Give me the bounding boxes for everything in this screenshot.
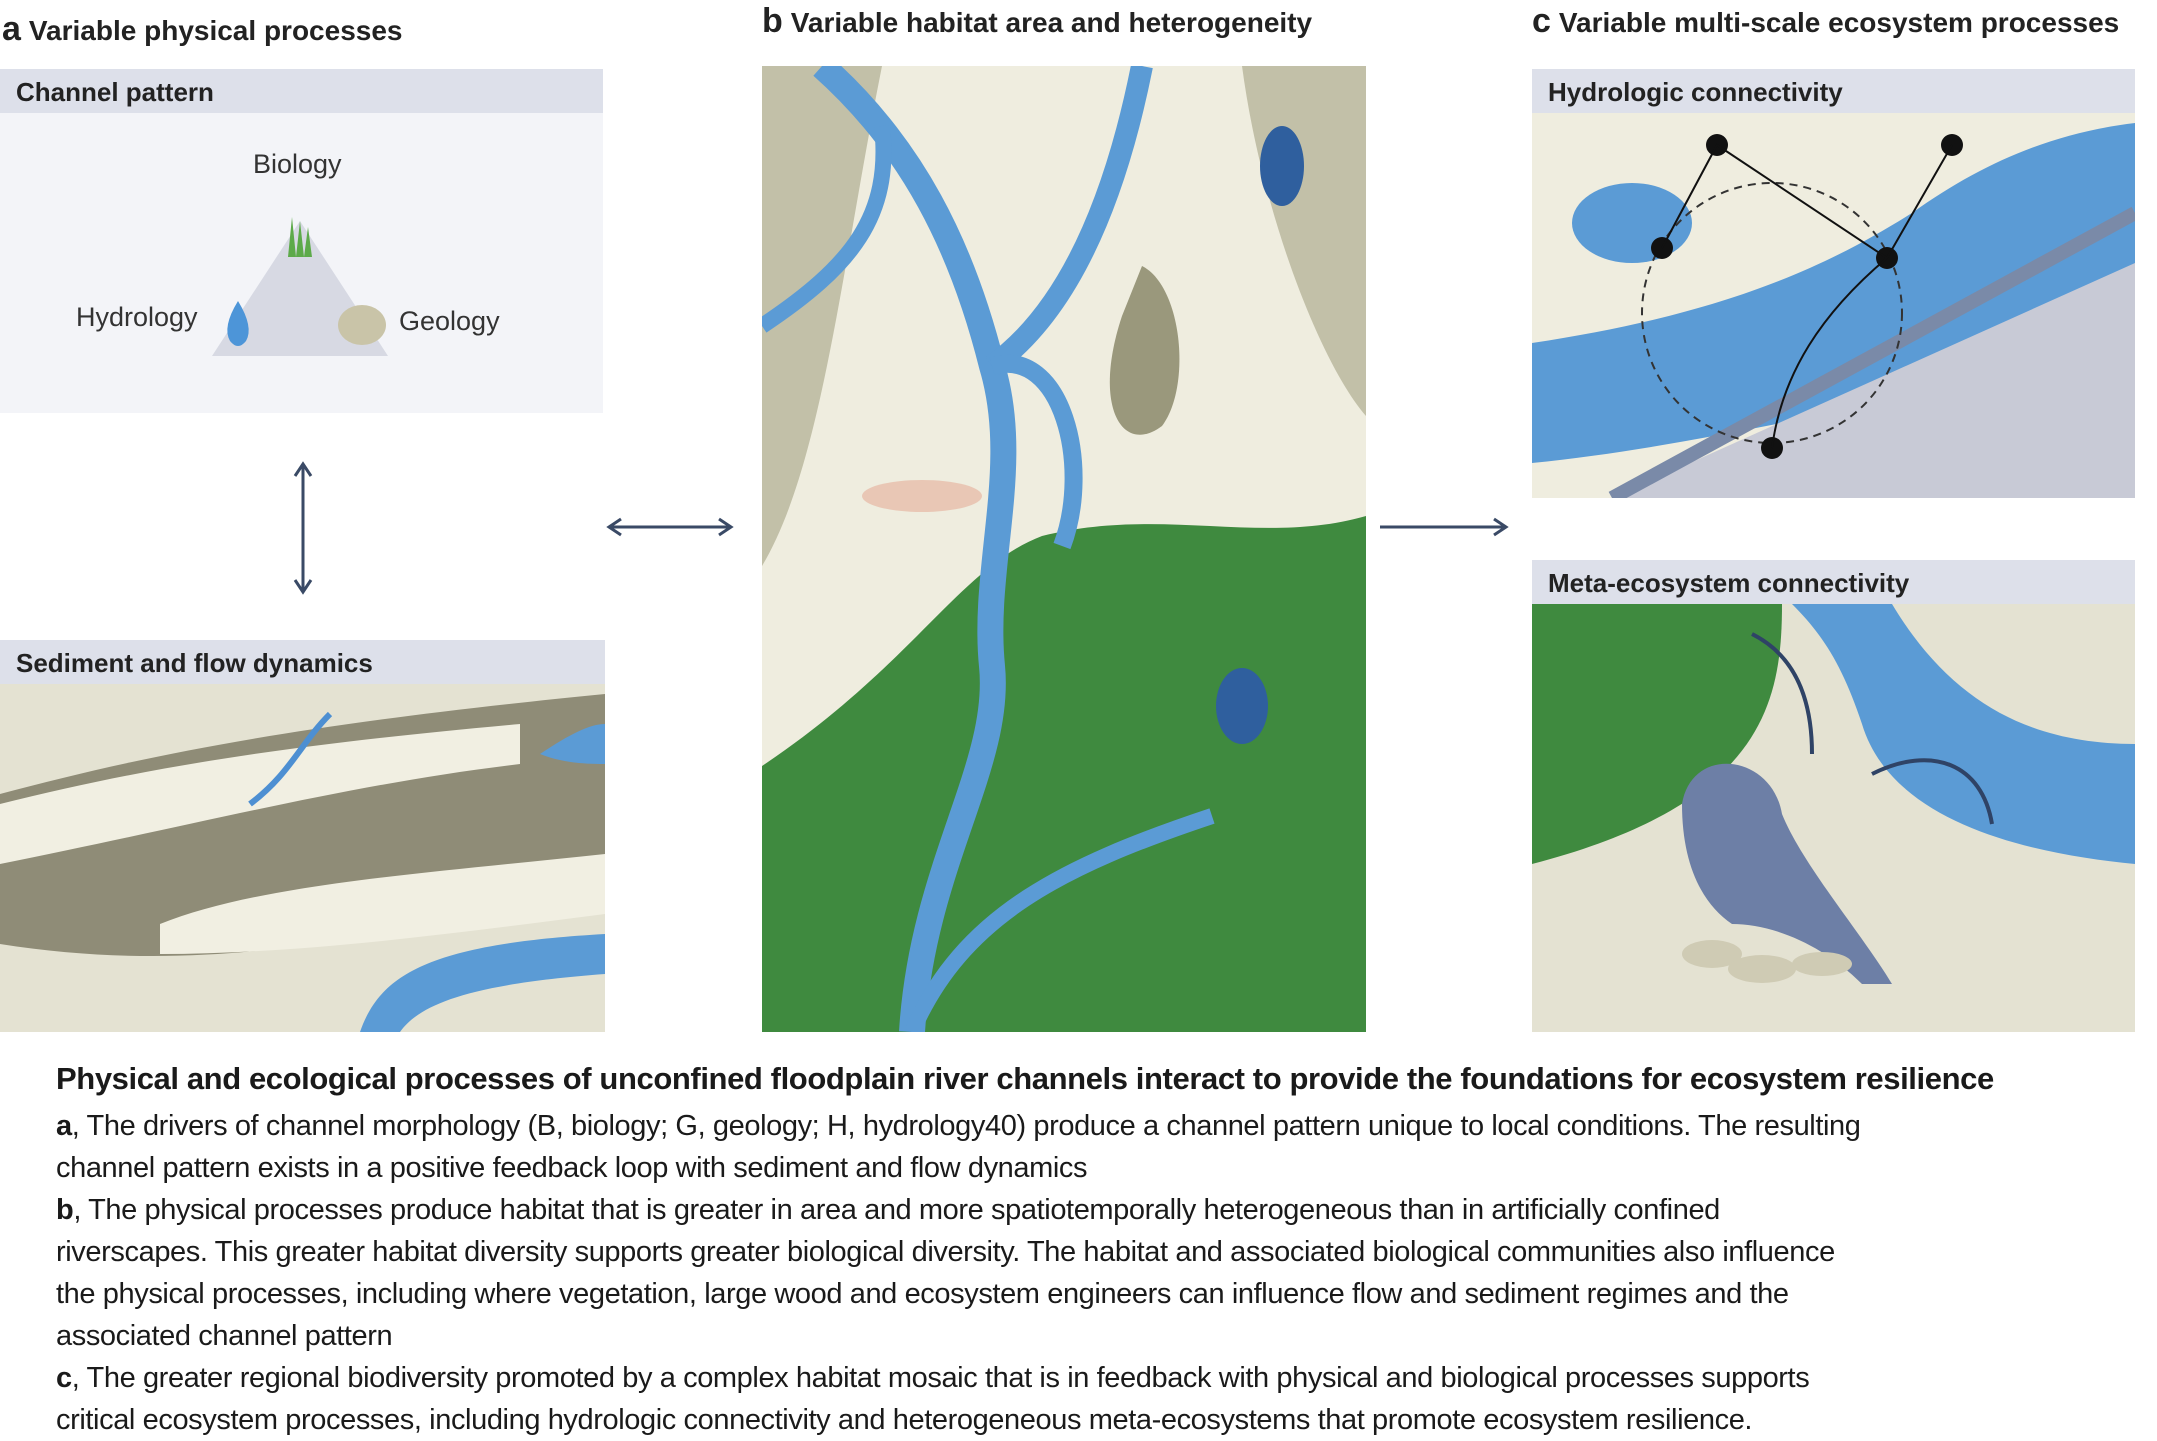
vertical-double-arrow-icon	[293, 461, 313, 595]
caption-title: Physical and ecological processes of unc…	[56, 1061, 1994, 1096]
caption-a-line2: channel pattern exists in a positive fee…	[56, 1152, 1088, 1184]
caption-b-line2: riverscapes. This greater habitat divers…	[56, 1236, 1835, 1268]
hydrology-label: Hydrology	[76, 302, 198, 332]
meta-ecosystem-header: Meta-ecosystem connectivity	[1532, 560, 2135, 604]
right-arrow-icon	[1380, 517, 1509, 537]
horizontal-double-arrow-icon	[606, 517, 734, 537]
rock-icon	[338, 305, 386, 345]
channel-pattern-header: Channel pattern	[0, 69, 603, 113]
sediment-flow-header: Sediment and flow dynamics	[0, 640, 605, 684]
water-drop-icon	[227, 301, 249, 346]
channel-pattern-box: Channel pattern Biology Hydrology Geolog…	[0, 69, 603, 413]
caption-b-line3: the physical processes, including where …	[56, 1278, 1789, 1310]
main-channel	[813, 66, 1017, 1032]
sediment-flow-illustration	[0, 694, 605, 1032]
caption-b-line4: associated channel pattern	[56, 1320, 393, 1352]
meta-ecosystem-illustration	[1532, 604, 2135, 984]
bird-illustration	[1682, 763, 1892, 984]
rocks	[1682, 940, 1852, 983]
caption-c-line1: c, The greater regional biodiversity pro…	[56, 1362, 1810, 1394]
driver-triangle-diagram	[212, 217, 388, 356]
forest-area	[762, 516, 1366, 1032]
caption-b-line1: b, The physical processes produce habita…	[56, 1194, 1720, 1226]
hydrologic-connectivity-header: Hydrologic connectivity	[1532, 69, 2135, 113]
biology-label: Biology	[253, 149, 342, 179]
hydrologic-connectivity-box: Hydrologic connectivity	[1532, 69, 2135, 498]
geology-label: Geology	[399, 306, 500, 336]
grass-icon	[284, 217, 312, 257]
hydrologic-network-illustration	[1532, 123, 2135, 498]
sediment-flow-box: Sediment and flow dynamics	[0, 640, 605, 1032]
caption-c-line2: critical ecosystem processes, including …	[56, 1404, 1753, 1436]
meta-ecosystem-box: Meta-ecosystem connectivity	[1532, 560, 2135, 1032]
caption-a-line1: a, The drivers of channel morphology (B,…	[56, 1110, 1861, 1142]
floodplain-habitat-illustration	[762, 66, 1366, 1032]
